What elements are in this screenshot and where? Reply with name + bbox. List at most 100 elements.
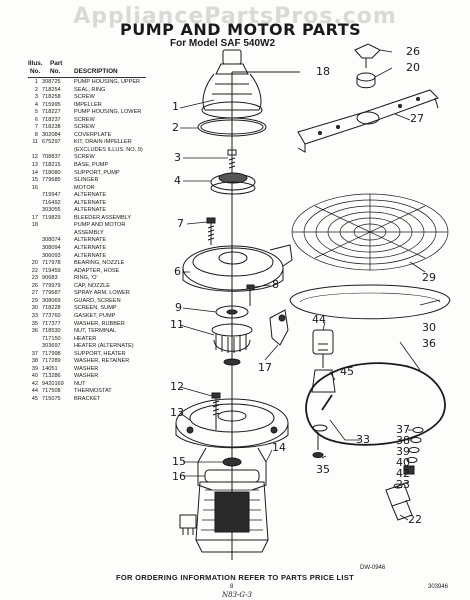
part-description: HEATER xyxy=(74,335,97,342)
callout-35: 35 xyxy=(316,463,330,476)
part-description: SUPPORT, HEATER xyxy=(74,350,126,357)
part-number: 717377 xyxy=(42,320,61,327)
part-description: ALTERNATE xyxy=(74,245,107,252)
part-number: 779979 xyxy=(42,282,61,289)
callout-6: 6 xyxy=(174,265,181,278)
part-description: WASHER, RETAINER xyxy=(74,358,130,365)
motor-part xyxy=(179,469,269,553)
callout-16: 16 xyxy=(172,470,186,483)
callout-4: 4 xyxy=(174,174,181,187)
assembly-bracket xyxy=(231,71,300,560)
part-description: PUMP HOUSING, LOWER xyxy=(74,109,142,116)
illus-number: 37 xyxy=(31,350,38,357)
part-number: 308069 xyxy=(42,297,61,304)
illus-number: 44 xyxy=(31,388,38,395)
part-number: 14051 xyxy=(42,365,58,372)
part-description: COVERPLATE xyxy=(74,131,112,138)
upper-pump-housing-part xyxy=(201,49,263,119)
part-number: 718530 xyxy=(42,328,61,335)
part-description: WASHER xyxy=(74,365,99,372)
part-number: 718258 xyxy=(42,94,61,101)
callout-30: 30 xyxy=(422,321,436,334)
illus-number: 26 xyxy=(31,282,38,289)
callout-1: 1 xyxy=(172,100,179,113)
thermostat-part xyxy=(311,329,336,393)
callout-12: 12 xyxy=(170,380,184,393)
callout-44: 44 xyxy=(312,313,326,326)
part-description: ALTERNATE xyxy=(74,207,107,214)
callout-7: 7 xyxy=(177,217,184,230)
illus-number: 36 xyxy=(31,328,38,335)
screen-guard-part xyxy=(291,193,449,271)
part-number: 718254 xyxy=(42,86,61,93)
callout-2: 2 xyxy=(172,121,179,134)
drawing-number: DW-0946 xyxy=(360,565,386,571)
parts-list-row: 29 308069 GUARD, SCREEN xyxy=(28,298,158,306)
handwritten-stamp: N83-G-3 xyxy=(222,591,252,599)
part-description: CAP, NOZZLE xyxy=(74,282,110,289)
callout-33: 33 xyxy=(356,433,370,446)
callout-9: 9 xyxy=(175,301,182,314)
header-no-part: No. xyxy=(50,68,61,75)
sump-screen-part xyxy=(289,284,451,320)
illus-number: 18 xyxy=(31,222,38,229)
part-number: 717998 xyxy=(42,350,61,357)
illus-number: 33 xyxy=(31,312,38,319)
part-description: BEARING, NOZZLE xyxy=(74,260,125,267)
illus-number: 4 xyxy=(34,101,38,108)
illus-number: 11 xyxy=(32,139,38,146)
part-description: BASE, PUMP xyxy=(74,162,109,169)
part-number: 718227 xyxy=(42,109,61,116)
slinger-part xyxy=(222,457,242,467)
watermark: AppliancePartsPros.com xyxy=(73,4,397,29)
part-number: 716492 xyxy=(42,199,61,206)
header-illus: Illus. xyxy=(28,60,43,67)
pump-support-part xyxy=(197,447,267,491)
part-description: MOTOR xyxy=(74,184,95,191)
part-number: 715995 xyxy=(42,101,61,108)
part-description: ALTERNATE xyxy=(74,237,107,244)
part-description: SCREW xyxy=(74,124,95,131)
part-number: 718215 xyxy=(42,162,61,169)
part-number: 718237 xyxy=(42,116,61,123)
illus-number: 22 xyxy=(31,267,38,274)
illus-number: 14 xyxy=(31,169,38,176)
parts-list-row: ASSEMBLY xyxy=(28,230,158,238)
nozzle-cap-part xyxy=(354,43,381,68)
part-number: 773760 xyxy=(42,312,61,319)
part-number: 717150 xyxy=(42,335,61,342)
illus-number: 29 xyxy=(31,297,38,304)
part-description: SCREW xyxy=(74,154,95,161)
part-description: GUARD, SCREEN xyxy=(74,297,121,304)
part-description: NUT, TERMINAL xyxy=(74,328,117,335)
part-description: BRACKET xyxy=(74,395,101,402)
part-number: 715075 xyxy=(42,395,61,402)
part-number: 718238 xyxy=(42,124,61,131)
pump-gasket-part xyxy=(312,424,328,432)
seal-ring-part xyxy=(197,117,267,137)
part-number: 718080 xyxy=(42,169,61,176)
seal-ring-inner xyxy=(200,119,264,135)
header-description: DESCRIPTION xyxy=(74,68,118,75)
callout-27: 27 xyxy=(410,112,424,125)
